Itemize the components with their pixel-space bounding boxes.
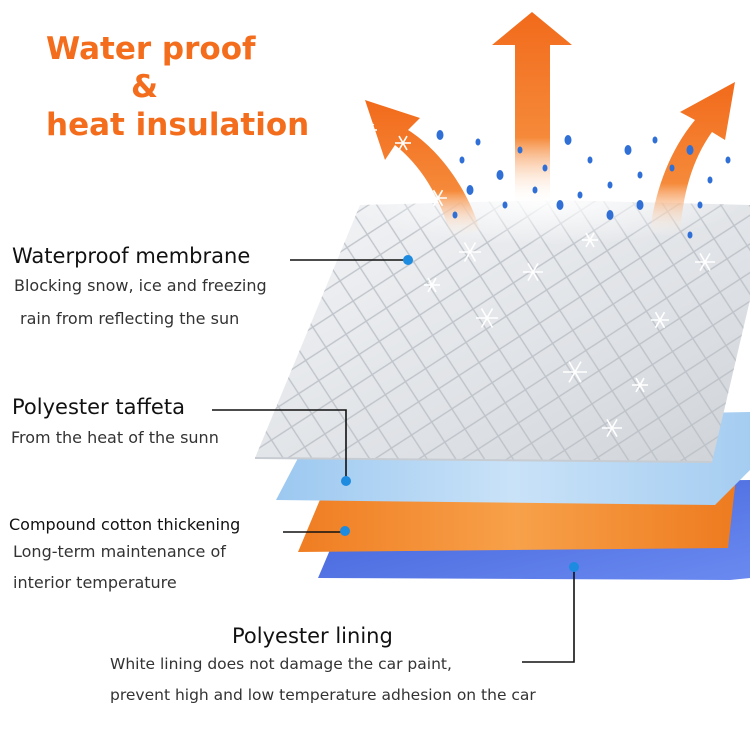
snowflake (476, 308, 498, 328)
lining-desc-line-2: prevent high and low temperature adhesio… (110, 686, 536, 704)
leader-line-taffeta (212, 409, 347, 480)
lining-desc-line-1: White lining does not damage the car pai… (110, 655, 452, 673)
snowflake (651, 311, 669, 329)
water-drop (577, 191, 583, 199)
water-drop (686, 145, 694, 155)
water-drop (517, 146, 523, 154)
heat-arrow-icon (492, 12, 572, 205)
water-drop (459, 156, 465, 164)
water-drop (606, 210, 614, 220)
membrane-desc-line-1: Blocking snow, ice and freezing (14, 276, 267, 295)
water-drop (502, 201, 508, 209)
water-drop (542, 164, 548, 172)
water-drop (556, 200, 564, 210)
water-drop (624, 145, 632, 155)
snowflake (582, 232, 598, 248)
water-drop (637, 171, 643, 179)
cotton-desc-line-2: interior temperature (13, 573, 177, 592)
water-drop (452, 211, 458, 219)
water-drop (687, 231, 693, 239)
water-drop (532, 186, 538, 194)
snowflake-icon (363, 98, 715, 438)
snowflake (459, 242, 481, 262)
headline-ampersand: & (131, 69, 159, 105)
water-drop (496, 170, 504, 180)
snowflake (424, 277, 440, 293)
water-drop (669, 164, 675, 172)
water-drop (652, 136, 658, 144)
water-drop (607, 181, 613, 189)
cotton-desc-line-1: Long-term maintenance of (13, 542, 226, 561)
water-drop (466, 185, 474, 195)
snowflake (429, 189, 447, 207)
snowflake (363, 123, 377, 137)
headline-line-1: Water proof (46, 31, 256, 67)
marker-dot-cotton (340, 526, 350, 536)
headline: Water proof & heat insulation (46, 30, 309, 144)
water-drop (564, 135, 572, 145)
water-drop-icon (436, 130, 731, 239)
marker-dot-taffeta (341, 476, 351, 486)
heat-arrow-icon (650, 82, 735, 238)
membrane-title: Waterproof membrane (12, 244, 251, 268)
water-drop (707, 176, 713, 184)
water-drop (697, 201, 703, 209)
heat-arrow-icon (365, 100, 480, 240)
snowflake (395, 135, 411, 151)
marker-dot-membrane (403, 255, 413, 265)
water-drop (636, 200, 644, 210)
leader-line-lining (522, 568, 575, 663)
snowflake (394, 98, 406, 110)
marker-dot-lining (569, 562, 579, 572)
snowflake (563, 361, 587, 383)
taffeta-title: Polyester taffeta (12, 395, 185, 419)
cotton-title: Compound cotton thickening (9, 515, 241, 534)
headline-line-3: heat insulation (46, 107, 310, 143)
snowflake (695, 252, 715, 272)
membrane-desc-line-2: rain from reflecting the sun (20, 309, 240, 328)
waterproof-membrane-layer (254, 200, 750, 463)
water-drop (587, 156, 593, 164)
snowflake (523, 262, 543, 282)
taffeta-desc-line-1: From the heat of the sunn (11, 428, 219, 447)
water-drop (725, 156, 731, 164)
snowflake (602, 418, 622, 438)
water-drop (436, 130, 444, 140)
lining-title: Polyester lining (232, 624, 393, 648)
snowflake (632, 377, 648, 393)
water-drop (475, 138, 481, 146)
